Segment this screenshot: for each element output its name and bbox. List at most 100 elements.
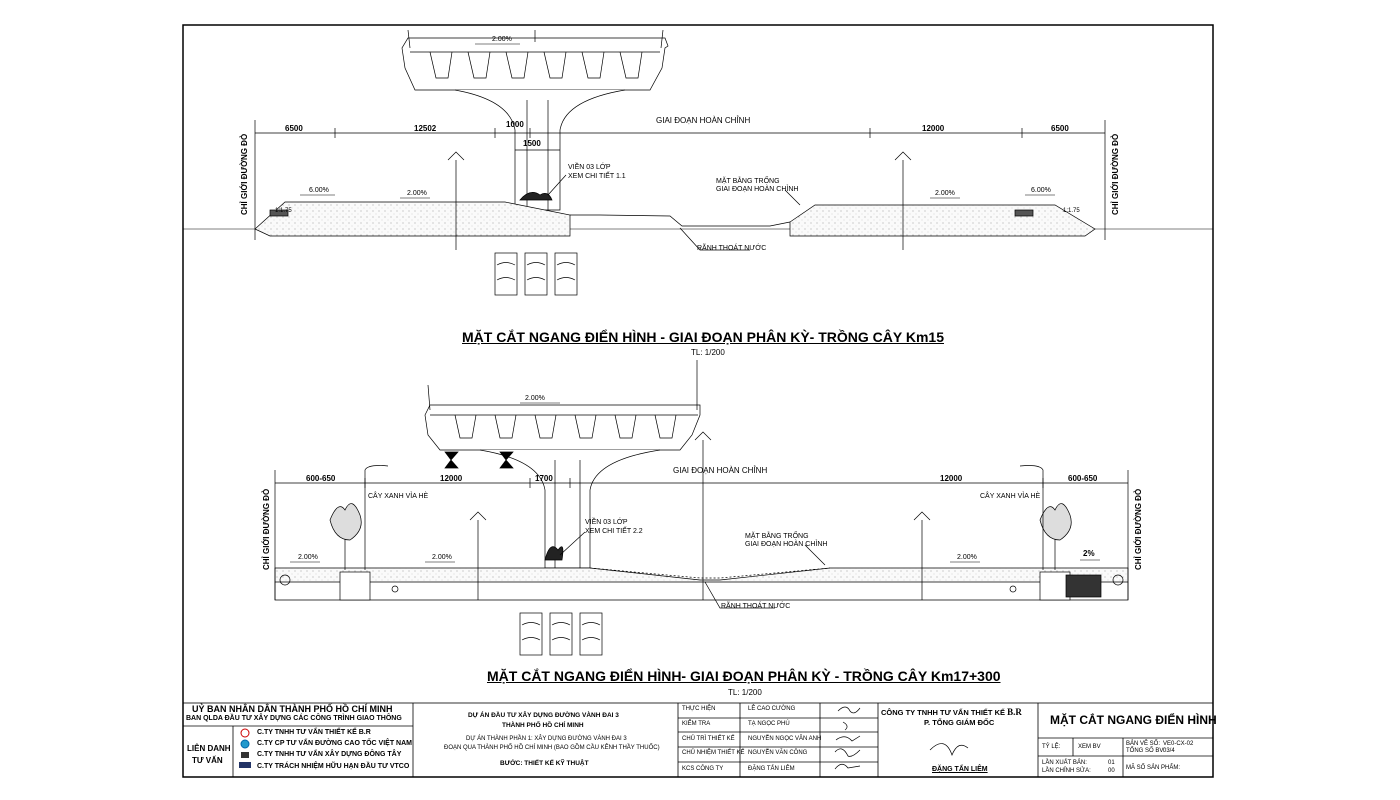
tb-sheet-no: VE0-CX-02	[1163, 741, 1194, 747]
tree-right	[1039, 503, 1072, 570]
tb-stage: BƯỚC: THIẾT KẾ KỸ THUẬT	[500, 760, 589, 767]
tb-company-3: C.TY TNHH TƯ VẤN XÂY DỰNG ĐÔNG TÂY	[257, 751, 402, 758]
tb-role-2: KIỂM TRA	[682, 721, 711, 727]
sheet-border	[182, 24, 1214, 778]
tb-company-2: C.TY CP TƯ VẤN ĐƯỜNG CAO TỐC VIỆT NAM	[257, 740, 413, 747]
s1-slope-d: 6.00%	[1031, 187, 1051, 194]
s1-note-empty-2: GIAI ĐOẠN HOÀN CHỈNH	[716, 186, 799, 193]
deck-ribs-2	[454, 414, 677, 439]
s1-dim-3: 1000	[506, 120, 524, 129]
s2-note-curb-1: VIỀN 03 LỚP	[585, 519, 628, 526]
s2-slope-c: 2.00%	[957, 554, 977, 561]
tb-role-5: KCS CÔNG TY	[682, 766, 724, 772]
s2-slope-d: 2%	[1083, 549, 1095, 558]
tb-name-1: LÊ CAO CƯỜNG	[748, 706, 796, 712]
tb-total-label: TỔNG SỐ BV:	[1126, 748, 1165, 754]
tb-company-brand: B.R	[1007, 707, 1022, 717]
tb-director-name: ĐẶNG TẤN LIÊM	[932, 766, 988, 773]
tb-name-2: TẠ NGỌC PHÚ	[748, 721, 790, 727]
tb-company-name: CÔNG TY TNHH TƯ VẤN THIẾT KẾ B.R	[881, 707, 1022, 717]
section-1-slope-arrows	[300, 43, 1055, 199]
s1-slope-a: 6.00%	[309, 187, 329, 194]
s2-dim-3: 1700	[535, 474, 553, 483]
tb-director-title: P. TỔNG GIÁM ĐỐC	[924, 718, 995, 727]
s2-phase-label: GIAI ĐOẠN HOÀN CHỈNH	[673, 466, 768, 475]
s2-dim-5: 600-650	[1068, 474, 1098, 483]
section-2-drawing	[274, 360, 1129, 656]
tb-issue-label: LẦN XUẤT BẢN:	[1042, 760, 1087, 766]
s2-note-empty-2: GIAI ĐOẠN HOÀN CHỈNH	[745, 541, 828, 548]
tb-revision: 00	[1108, 768, 1115, 774]
tb-project-2: THÀNH PHỐ HỒ CHÍ MINH	[502, 722, 584, 729]
s2-dim-4: 12000	[940, 474, 963, 483]
company-logos	[239, 728, 251, 768]
tb-total: 03/4	[1163, 748, 1175, 754]
s2-scale: TL: 1/200	[728, 688, 762, 697]
tb-joint-1: LIÊN DANH	[187, 744, 231, 753]
tb-role-4: CHỦ NHIỆM THIẾT KẾ	[682, 750, 745, 756]
tb-revision-label: LẦN CHỈNH SỬA:	[1042, 768, 1091, 774]
s1-side-slope-left: 1:1.75	[275, 208, 292, 214]
tb-scale-label: TỶ LỆ:	[1042, 744, 1061, 750]
tb-company-1: C.TY TNHH TƯ VẤN THIẾT KẾ B.R	[257, 729, 371, 736]
s2-note-empty-1: MẶT BẰNG TRỐNG	[745, 533, 809, 540]
s1-side-slope-right: 1:1.75	[1063, 208, 1080, 214]
s1-note-drain: RÃNH THOÁT NƯỚC	[697, 245, 767, 252]
tb-scale-value: XEM BV	[1078, 744, 1101, 750]
s1-note-empty-1: MẶT BẰNG TRỐNG	[716, 178, 780, 185]
s1-dim-1: 6500	[285, 124, 303, 133]
s1-dim-4: 1500	[523, 139, 541, 148]
s2-slope-a: 2.00%	[298, 554, 318, 561]
s2-boundary-right: CHỈ GIỚI ĐƯỜNG ĐỎ	[1134, 488, 1143, 570]
s1-slope-deck: 2.00%	[492, 36, 512, 43]
s2-dim-1: 600-650	[306, 474, 336, 483]
s2-note-drain: RÃNH THOÁT NƯỚC	[721, 603, 791, 610]
s1-dim-5: 12000	[922, 124, 945, 133]
tb-name-5: ĐẶNG TẤN LIÊM	[748, 766, 795, 772]
tb-sheet-no-label: BẢN VẼ SỐ:	[1126, 741, 1161, 747]
tb-role-3: CHỦ TRÌ THIẾT KẾ	[682, 736, 735, 742]
section-1-drawing	[183, 29, 1213, 296]
tb-company-name-text: CÔNG TY TNHH TƯ VẤN THIẾT KẾ	[881, 708, 1006, 717]
tb-owner-1: UỶ BAN NHÂN DÂN THÀNH PHỐ HỒ CHÍ MINH	[192, 704, 393, 714]
s2-boundary-left: CHỈ GIỚI ĐƯỜNG ĐỎ	[262, 488, 271, 570]
s1-slope-b: 2.00%	[407, 190, 427, 197]
tb-product-code-label: MÃ SỐ SẢN PHẨM:	[1126, 765, 1181, 771]
s1-dim-6: 6500	[1051, 124, 1069, 133]
tb-name-4: NGUYỄN VĂN CÔNG	[748, 750, 808, 756]
tb-owner-2: BAN QLDA ĐẦU TƯ XÂY DỰNG CÁC CÔNG TRÌNH …	[186, 715, 402, 722]
s2-title: MẶT CẮT NGANG ĐIỂN HÌNH- GIAI ĐOẠN PHÂN …	[487, 668, 1001, 684]
s2-slope-b: 2.00%	[432, 554, 452, 561]
tb-name-3: NGUYỄN NGỌC VÂN ANH	[748, 736, 822, 742]
section-2-slope-arrows	[290, 402, 1100, 563]
tb-company-4: C.TY TRÁCH NHIỆM HỮU HẠN ĐẦU TƯ VTCO	[257, 763, 410, 770]
deck-ribs	[429, 51, 643, 79]
tb-issue: 01	[1108, 760, 1115, 766]
title-block-frame	[182, 702, 1214, 778]
tb-joint-2: TƯ VẤN	[192, 756, 223, 765]
s1-note-curb-1: VIỀN 03 LỚP	[568, 164, 611, 171]
s1-boundary-right: CHỈ GIỚI ĐƯỜNG ĐỎ	[1111, 133, 1120, 215]
s2-note-tree-left: CÂY XANH VỈA HÈ	[368, 493, 429, 500]
pile-group-1	[494, 252, 578, 296]
tb-subproject-2: ĐOẠN QUA THÀNH PHỐ HỒ CHÍ MINH (BAO GỒM …	[444, 745, 660, 751]
s1-phase-label: GIAI ĐOẠN HOÀN CHỈNH	[656, 116, 751, 125]
tb-project-1: DỰ ÁN ĐẦU TƯ XÂY DỰNG ĐƯỜNG VÀNH ĐAI 3	[468, 712, 619, 719]
s1-boundary-left: CHỈ GIỚI ĐƯỜNG ĐỎ	[240, 133, 249, 215]
s2-dim-2: 12000	[440, 474, 463, 483]
tb-subproject-1: DỰ ÁN THÀNH PHẦN 1: XÂY DỰNG ĐƯỜNG VÀNH …	[466, 736, 627, 742]
s2-slope-deck: 2.00%	[525, 395, 545, 402]
s1-scale: TL: 1/200	[691, 348, 725, 357]
s1-slope-c: 2.00%	[935, 190, 955, 197]
s2-note-tree-right: CÂY XANH VỈA HÈ	[980, 493, 1041, 500]
signatures	[834, 706, 969, 770]
s1-dim-2: 12502	[414, 124, 437, 133]
s1-title: MẶT CẮT NGANG ĐIỂN HÌNH - GIAI ĐOẠN PHÂN…	[462, 329, 944, 345]
tree-left	[329, 503, 362, 570]
pile-group-2	[519, 612, 603, 656]
s2-note-curb-2: XEM CHI TIẾT 2.2	[585, 528, 643, 535]
tb-role-1: THỰC HIỆN	[682, 706, 716, 712]
tb-drawing-title: MẶT CẮT NGANG ĐIỂN HÌNH	[1050, 713, 1217, 727]
s1-note-curb-2: XEM CHI TIẾT 1.1	[568, 173, 626, 180]
